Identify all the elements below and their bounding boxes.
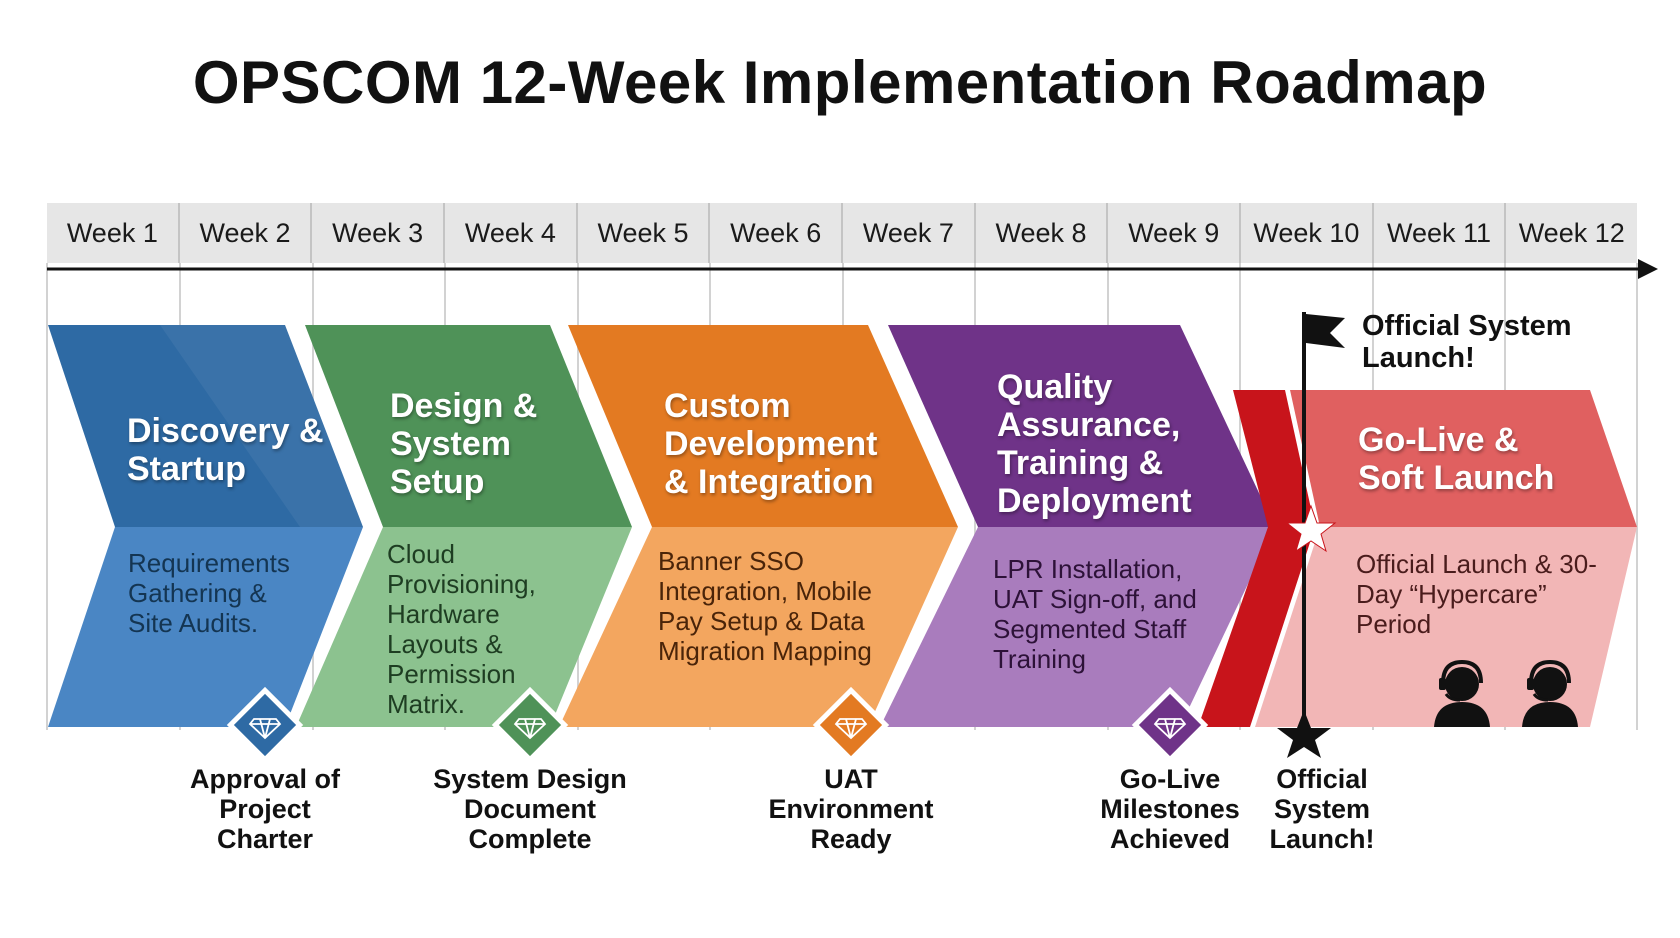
launch-star-icon (1277, 710, 1331, 758)
milestone-5-label: Official System Launch! (1269, 764, 1375, 854)
phase-2-top-band (305, 325, 632, 527)
launch-flag-label: Official System Launch! (1362, 310, 1572, 374)
phase-1-title: Discovery & Startup (127, 412, 324, 488)
milestone-2-label: System Design Document Complete (433, 764, 627, 854)
week-12-label: Week 12 (1518, 217, 1625, 248)
phase-3-bottom-band (559, 527, 958, 727)
phase-1-top-band (48, 325, 363, 527)
phase-1-bottom-band (48, 527, 363, 727)
week-10-label: Week 10 (1241, 203, 1374, 263)
phase-5-description: Official Launch & 30-Day “Hypercare” Per… (1356, 549, 1597, 639)
milestone-3-label: UAT Environment Ready (768, 764, 934, 854)
star-icon (1285, 504, 1337, 553)
phase-3-top-band (568, 325, 958, 527)
timeline-arrowhead (1638, 259, 1658, 279)
phase-qa-chevron (880, 325, 1275, 727)
diamond-gem-icon (226, 686, 304, 764)
week-4-label: Week 4 (445, 203, 578, 263)
headset-agent-icon (1522, 659, 1578, 727)
phase-5-top-band (1290, 390, 1637, 527)
phase-4-bottom-band (880, 527, 1275, 727)
phase-3-title: Custom Development & Integration (664, 387, 878, 501)
week-5-label: Week 5 (578, 203, 711, 263)
week-9-label: Week 9 (1108, 203, 1242, 263)
phase-4-description: LPR Installation, UAT Sign-off, and Segm… (993, 554, 1197, 674)
phase-design-chevron (296, 325, 632, 727)
page-title: OPSCOM 12-Week Implementation Roadmap (192, 49, 1488, 116)
week-timeline-header: Week 1 Week 2 Week 3 Week 4 Week 5 Week … (47, 203, 1637, 263)
diamond-gem-icon (491, 686, 569, 764)
phase-discovery-chevron (48, 325, 363, 727)
headset-agent-icon (1434, 659, 1490, 727)
week-11-label: Week 11 (1374, 203, 1507, 263)
phase-development-chevron (559, 325, 958, 727)
launch-divider-stripe (1198, 390, 1315, 727)
diamond-gem-icon (812, 686, 890, 764)
milestone-1-label: Approval of Project Charter (189, 764, 340, 854)
phase-4-top-band (888, 325, 1275, 527)
week-3-label: Week 3 (312, 203, 446, 263)
week-2-label: Week 2 (180, 203, 313, 263)
week-8-label: Week 8 (976, 203, 1109, 263)
week-7-label: Week 7 (843, 203, 976, 263)
phase-3-description: Banner SSO Integration, Mobile Pay Setup… (658, 546, 872, 666)
milestone-4-label: Go-Live Milestones Achieved (1100, 764, 1240, 854)
phase-2-bottom-band (296, 527, 632, 727)
phase-1-description: Requirements Gathering & Site Audits. (128, 548, 290, 638)
phase-2-title: Design & System Setup (390, 387, 538, 501)
week-1-label: Week 1 (47, 203, 180, 263)
phase-5-title: Go-Live & Soft Launch (1358, 421, 1555, 497)
week-6-label: Week 6 (710, 203, 844, 263)
phase-2-description: Cloud Provisioning, Hardware Layouts & P… (387, 539, 536, 719)
phase-4-title: Quality Assurance, Training & Deployment (997, 368, 1192, 520)
